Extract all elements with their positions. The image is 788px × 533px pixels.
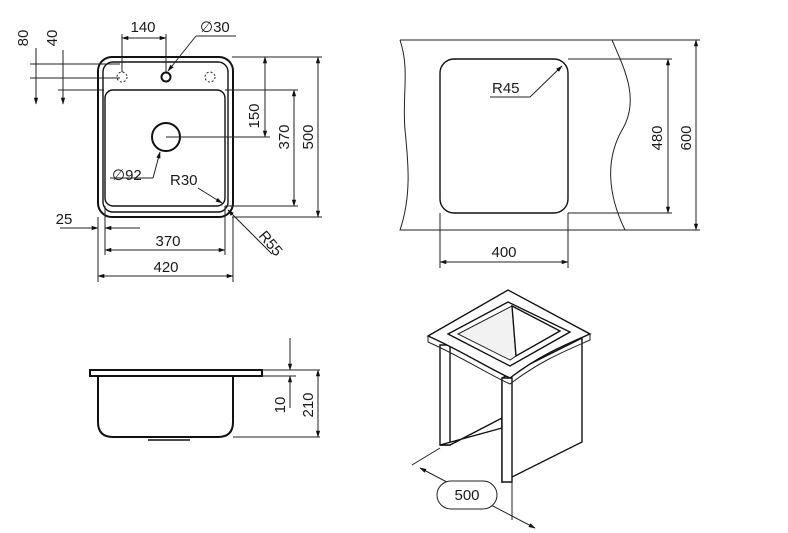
dim-label-480: 480 [649, 125, 666, 150]
dim-label-150: 150 [246, 103, 263, 128]
dim-label-r30: R30 [170, 172, 198, 189]
dim-leader-92 [152, 151, 161, 179]
dim-label-r55: R55 [255, 228, 286, 260]
dim-label-80: 80 [15, 30, 32, 47]
dim-label-400: 400 [491, 244, 516, 261]
dim-leader-r55 [227, 209, 273, 255]
dim-label-600: 600 [678, 125, 695, 150]
dim-label-25: 25 [56, 211, 73, 228]
bowl-outline [104, 89, 226, 207]
sink-side-bowl [97, 376, 234, 438]
dim-label-r45: R45 [492, 80, 520, 97]
cutout-view: R45 480 600 400 [399, 39, 700, 268]
dim-label-140: 140 [130, 19, 155, 36]
dim-label-40: 40 [44, 30, 61, 47]
dim-label-30: ∅30 [200, 19, 230, 36]
optional-hole-left [116, 71, 128, 83]
dim-leader-r45 [529, 65, 563, 98]
dim-label-500v: 500 [300, 124, 317, 149]
dim-leader-r30 [197, 187, 223, 204]
dim-label-210: 210 [300, 392, 317, 417]
dim-label-10: 10 [272, 397, 289, 414]
dim-label-370v: 370 [276, 124, 293, 149]
dim-label-92: ∅92 [112, 167, 142, 184]
countertop-outline [399, 39, 631, 231]
faucet-hole [160, 71, 172, 83]
cutout-opening [439, 58, 569, 214]
cabinet-left-panel [439, 344, 451, 446]
sink-side-view: 10 210 [89, 338, 321, 441]
cabinet-iso-view: 500 [411, 289, 592, 529]
optional-hole-right [204, 71, 216, 83]
dim-label-500box: 500 [454, 487, 479, 504]
dim-box-500 [436, 480, 498, 510]
dim-leader-30 [167, 35, 197, 72]
dim-label-370h: 370 [155, 233, 180, 250]
sink-side-rim [89, 369, 263, 377]
dim-label-420: 420 [153, 259, 178, 276]
sink-top-view: 80 40 140 ∅30 150 370 500 ∅92 R30 25 [15, 19, 322, 282]
